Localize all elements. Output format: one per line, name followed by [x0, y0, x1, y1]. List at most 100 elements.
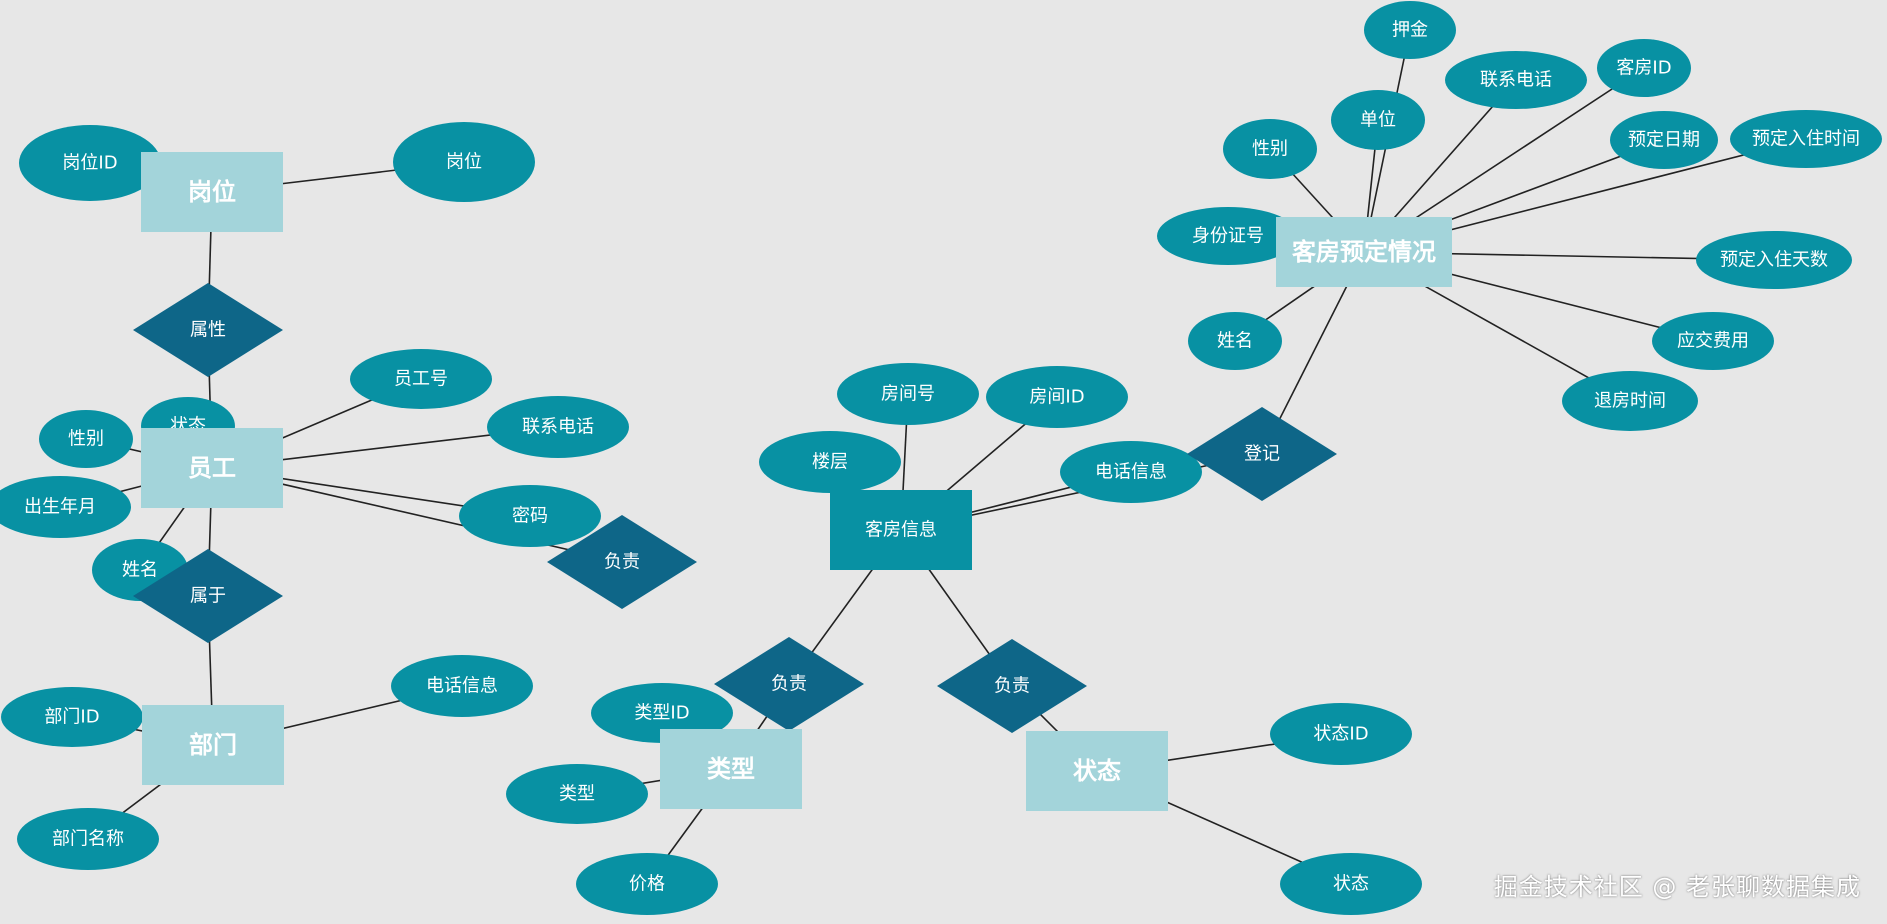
relationship-diamond — [714, 637, 864, 731]
attribute-ellipse — [1157, 207, 1299, 265]
attribute-a_ztid: 状态ID — [1270, 703, 1412, 765]
entity-box — [141, 428, 283, 508]
attribute-label: 性别 — [68, 429, 104, 450]
attribute-a_tfsj: 退房时间 — [1562, 371, 1698, 431]
attribute-ellipse — [1696, 231, 1852, 289]
attribute-ellipse — [506, 764, 648, 824]
attribute-ellipse — [350, 349, 492, 409]
attribute-a_yj: 押金 — [1364, 1, 1456, 59]
attribute-label: 电话信息 — [426, 676, 498, 697]
attribute-a_lx: 类型 — [506, 764, 648, 824]
entity-label: 员工 — [188, 454, 236, 482]
attribute-ellipse — [759, 431, 901, 493]
attribute-ellipse — [0, 476, 131, 538]
attribute-a_dw: 单位 — [1331, 90, 1425, 150]
entity-box — [830, 490, 972, 570]
relationship-diamond — [937, 639, 1087, 733]
attribute-a_gw: 岗位 — [393, 122, 535, 202]
attribute-label: 电话信息 — [1095, 462, 1167, 483]
attribute-label: 状态ID — [1313, 724, 1368, 745]
attribute-a_lxdh2: 联系电话 — [1445, 51, 1587, 109]
attribute-a_csny: 出生年月 — [0, 476, 131, 538]
attribute-label: 价格 — [629, 874, 665, 895]
attribute-a_ydrzts: 预定入住天数 — [1696, 231, 1852, 289]
relationship-diamond — [547, 515, 697, 609]
attribute-ellipse — [1060, 441, 1202, 503]
attribute-a_dhxx2: 电话信息 — [1060, 441, 1202, 503]
entity-label: 岗位 — [188, 178, 236, 206]
attribute-a_bmmc: 部门名称 — [17, 808, 159, 870]
attribute-a_xb1: 性别 — [39, 410, 133, 468]
relationship-shuyu: 属于 — [133, 549, 283, 643]
attribute-label: 姓名 — [1217, 331, 1253, 352]
relationship-label: 负责 — [771, 674, 807, 695]
attribute-a_yjfy: 应交费用 — [1652, 312, 1774, 370]
attribute-label: 单位 — [1360, 110, 1396, 131]
attribute-label: 出生年月 — [24, 497, 96, 518]
entity-yuangong: 员工 — [141, 428, 283, 508]
entity-label: 部门 — [189, 731, 237, 759]
attribute-ellipse — [1, 687, 143, 747]
relationship-fuze3: 负责 — [937, 639, 1087, 733]
attribute-a_kfid: 客房ID — [1597, 39, 1691, 97]
attribute-a_lc: 楼层 — [759, 431, 901, 493]
relationship-label: 属于 — [190, 586, 226, 607]
attribute-ellipse — [1188, 312, 1282, 370]
attribute-ellipse — [1562, 371, 1698, 431]
relationship-fuze2: 负责 — [714, 637, 864, 731]
attribute-ellipse — [459, 485, 601, 547]
relationship-shuxing: 属性 — [133, 283, 283, 377]
attribute-a_mm: 密码 — [459, 485, 601, 547]
relationship-fuze1: 负责 — [547, 515, 697, 609]
attribute-label: 应交费用 — [1677, 331, 1749, 352]
attribute-a_gwid: 岗位ID — [19, 125, 161, 201]
attribute-ellipse — [1597, 39, 1691, 97]
entity-kefangyuding: 客房预定情况 — [1276, 217, 1452, 287]
attribute-a_sfzh: 身份证号 — [1157, 207, 1299, 265]
attribute-a_jg: 价格 — [576, 853, 718, 915]
attribute-a_fjh: 房间号 — [837, 363, 979, 425]
entity-label: 客房信息 — [865, 520, 937, 541]
entity-zhuangtai: 状态 — [1026, 731, 1168, 811]
attribute-ellipse — [1331, 90, 1425, 150]
attribute-a_zt2: 状态 — [1280, 853, 1422, 915]
entity-box — [142, 705, 284, 785]
attribute-a_dhxx1: 电话信息 — [391, 655, 533, 717]
attribute-label: 联系电话 — [522, 417, 594, 438]
relationship-label: 属性 — [190, 320, 226, 341]
attribute-ellipse — [1364, 1, 1456, 59]
attribute-ellipse — [1730, 110, 1882, 168]
attribute-label: 房间ID — [1029, 387, 1084, 408]
connector-lines — [59, 29, 1807, 885]
entity-kefangxinxi: 客房信息 — [830, 490, 972, 570]
attribute-ellipse — [1223, 119, 1317, 179]
relationship-label: 负责 — [604, 552, 640, 573]
attribute-label: 性别 — [1252, 139, 1288, 160]
entity-label: 类型 — [707, 755, 755, 783]
entity-leixing: 类型 — [660, 729, 802, 809]
attribute-a_ydrzsj: 预定入住时间 — [1730, 110, 1882, 168]
attribute-ellipse — [1445, 51, 1587, 109]
attribute-ellipse — [1270, 703, 1412, 765]
entity-box — [1276, 217, 1452, 287]
attribute-label: 部门ID — [44, 707, 99, 728]
relationship-diamond — [133, 283, 283, 377]
attribute-label: 押金 — [1392, 20, 1428, 41]
attribute-a_bmid: 部门ID — [1, 687, 143, 747]
attribute-a_lxdh1: 联系电话 — [487, 396, 629, 458]
attribute-label: 预定入住时间 — [1752, 129, 1860, 150]
attribute-ellipse — [576, 853, 718, 915]
attribute-label: 身份证号 — [1192, 226, 1264, 247]
attribute-ellipse — [1652, 312, 1774, 370]
attribute-label: 预定日期 — [1628, 130, 1700, 151]
attribute-label: 密码 — [512, 506, 548, 527]
entity-box — [141, 152, 283, 232]
attribute-ellipse — [393, 122, 535, 202]
attribute-label: 类型ID — [634, 703, 689, 724]
relationship-label: 登记 — [1244, 444, 1280, 465]
attribute-ellipse — [986, 366, 1128, 428]
attribute-ellipse — [1280, 853, 1422, 915]
attribute-label: 岗位 — [446, 152, 482, 173]
relationship-diamond — [133, 549, 283, 643]
